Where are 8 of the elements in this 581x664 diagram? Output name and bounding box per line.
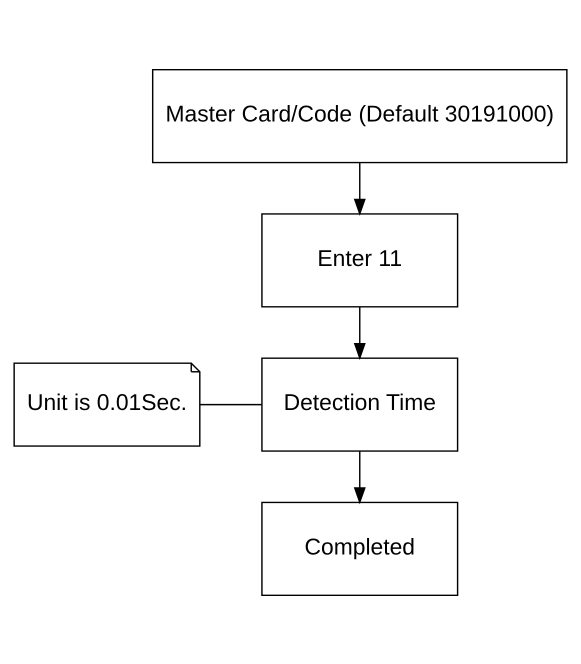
arrow xyxy=(354,450,366,504)
node-box: Detection Time xyxy=(261,357,458,452)
arrow xyxy=(354,162,366,216)
node-box: Master Card/Code (Default 30191000) xyxy=(152,68,568,163)
node-box: Enter 11 xyxy=(261,212,458,307)
node-box: Completed xyxy=(261,501,458,596)
arrow xyxy=(354,306,366,360)
connector xyxy=(200,403,262,405)
